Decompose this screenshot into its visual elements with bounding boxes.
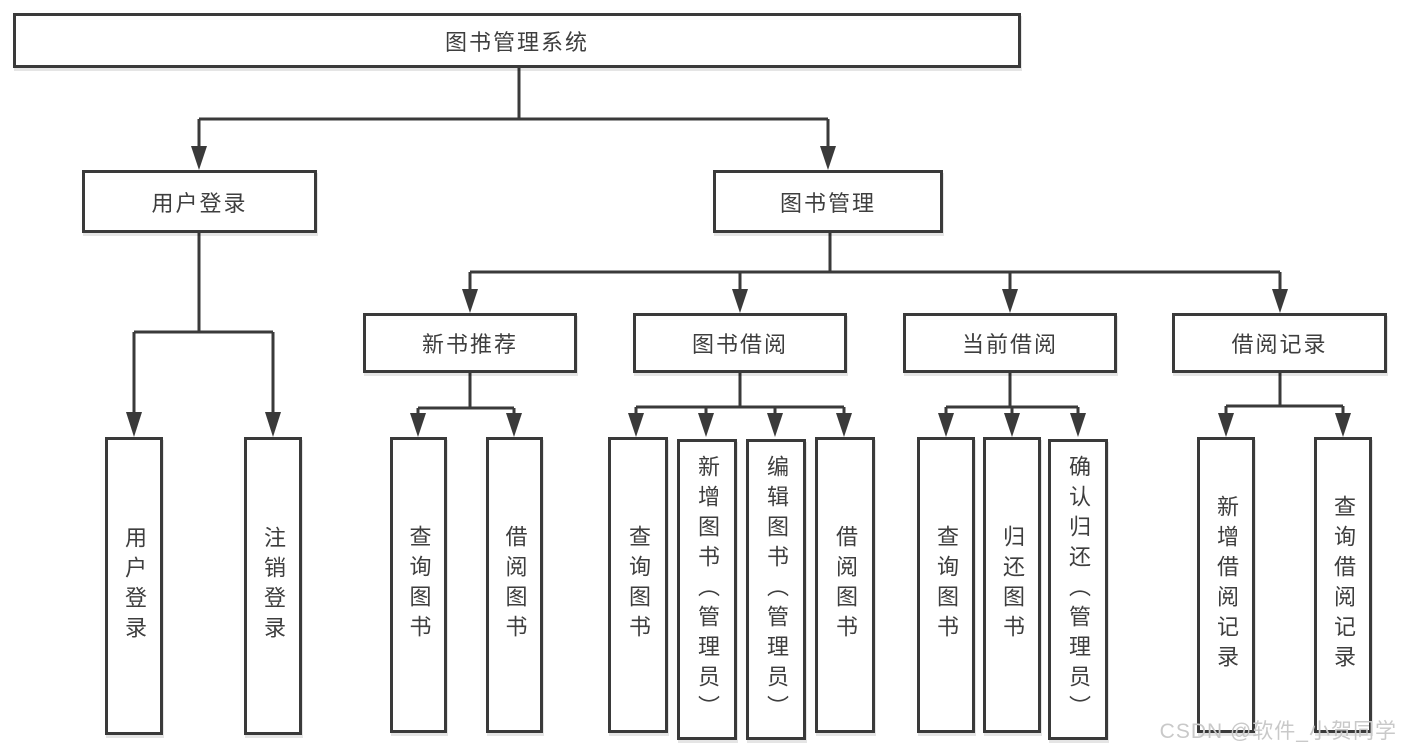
connector-current-to-leaves [944,373,1080,413]
arrowhead [506,413,522,437]
node-current-borrowing: 当前借阅 [903,313,1117,373]
leaf-query-books-3: 查询图书 [917,437,975,733]
connector-userlogin-to-leaves [132,233,275,412]
leaf-return-books: 归还图书 [983,437,1041,733]
leaf-label: 注销登录 [261,526,286,646]
connector-bookmgmt-to-level3 [468,233,1282,289]
node-label: 用户登录 [151,190,248,216]
node-book-borrowing: 图书借阅 [633,313,847,373]
arrowhead [1218,413,1234,437]
arrowhead [126,412,142,437]
arrowhead [836,413,852,437]
arrowhead [410,413,426,437]
node-label: 当前借阅 [961,332,1058,357]
arrowhead [767,413,783,437]
node-label: 新书推荐 [421,332,518,357]
leaf-edit-book-admin: 编辑图书（管理员） [746,439,806,740]
arrowhead [191,146,207,170]
leaf-label: 用户登录 [122,526,147,646]
node-new-book-recommend: 新书推荐 [363,313,577,373]
arrowhead [938,413,954,437]
node-borrowing-records: 借阅记录 [1172,313,1387,373]
arrowhead [1335,413,1351,437]
leaf-borrow-books-2: 借阅图书 [815,437,875,733]
arrowhead [628,413,644,437]
arrowhead [1004,413,1020,437]
node-user-login: 用户登录 [82,170,317,233]
leaf-confirm-return-admin: 确认归还（管理员） [1048,439,1108,740]
connector-root-to-level2 [197,68,830,146]
leaf-user-login: 用户登录 [105,437,163,735]
leaf-label: 查询图书 [626,525,651,645]
arrowhead [1272,289,1288,313]
leaf-add-book-admin: 新增图书（管理员） [677,439,737,740]
arrowhead [265,412,281,437]
leaf-logout: 注销登录 [244,437,302,735]
connector-newbook-to-leaves [416,373,516,413]
node-label: 图书借阅 [691,332,788,357]
leaf-borrow-books-1: 借阅图书 [486,437,543,733]
node-label: 图书管理系统 [444,29,589,55]
connector-borrow-to-leaves [634,373,846,413]
arrowhead [1070,413,1086,437]
arrowhead [1002,289,1018,313]
watermark: CSDN @软件_小贺同学 [1159,720,1397,743]
arrowhead [698,413,714,437]
node-book-management: 图书管理 [713,170,943,233]
leaf-query-books-1: 查询图书 [390,437,447,733]
node-label: 借阅记录 [1231,332,1328,357]
leaf-label: 新增图书（管理员） [695,454,720,725]
arrowhead [462,289,478,313]
leaf-label: 查询图书 [406,525,432,645]
leaf-label: 借阅图书 [833,525,858,645]
leaf-query-borrow-record: 查询借阅记录 [1314,437,1372,733]
leaf-query-books-2: 查询图书 [608,437,668,733]
leaf-label: 编辑图书（管理员） [764,454,789,725]
leaf-label: 归还图书 [1000,525,1025,645]
leaf-label: 确认归还（管理员） [1066,454,1091,725]
leaf-label: 查询图书 [934,525,959,645]
leaf-add-borrow-record: 新增借阅记录 [1197,437,1255,733]
node-label: 图书管理 [779,190,876,216]
connector-record-to-leaves [1224,373,1345,413]
leaf-label: 借阅图书 [502,525,528,645]
arrowhead [732,289,748,313]
arrowhead [820,146,836,170]
node-library-management-system: 图书管理系统 [13,13,1021,68]
leaf-label: 新增借阅记录 [1214,495,1239,675]
leaf-label: 查询借阅记录 [1331,495,1356,675]
